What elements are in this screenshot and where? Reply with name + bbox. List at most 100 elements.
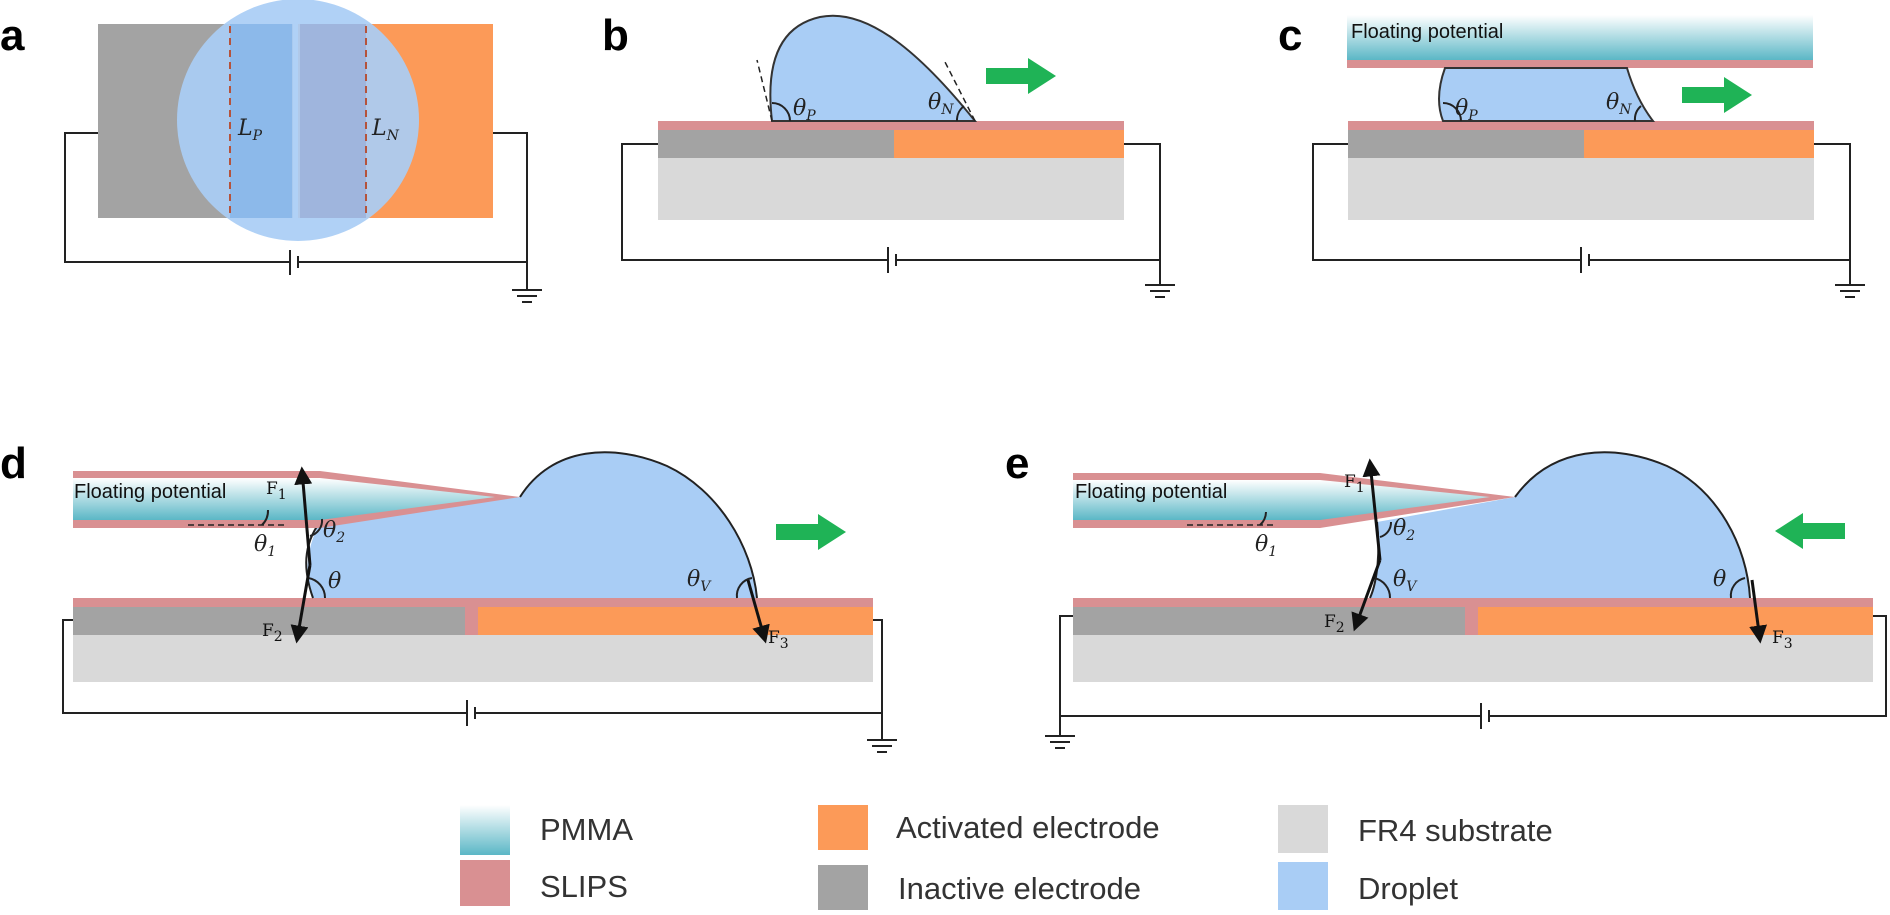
angle-arc-n [1633, 105, 1642, 122]
floating-potential-label: Floating potential [1075, 481, 1227, 503]
lp-label: LP [237, 116, 263, 144]
inactive-electrode [73, 607, 465, 635]
legend-label-activated: Activated electrode [896, 810, 1160, 845]
fr4-substrate [1073, 635, 1873, 682]
thetav-label: θV [687, 567, 712, 595]
angle-arc-1 [1259, 511, 1267, 526]
force-arrow-f1 [294, 466, 313, 566]
panel-c: c Floating potential θP θN [1278, 11, 1865, 298]
panel-d: d Floating potential θ1 θ2 θ θV F1 F2 F3 [0, 439, 897, 753]
theta2-label: θ2 [1393, 516, 1415, 544]
inactive-electrode [1073, 607, 1465, 635]
fr4-substrate [658, 158, 1124, 220]
legend-swatch-pmma [460, 805, 510, 855]
theta-n-label: θN [928, 90, 954, 118]
direction-arrow-left [1775, 513, 1845, 549]
pmma-top-plate [73, 478, 495, 520]
theta1-label: θ1 [254, 532, 276, 560]
inactive-electrode [1348, 130, 1584, 158]
ground-icon [1835, 284, 1865, 298]
circuit-wire [62, 619, 883, 740]
force-arrow-f2 [1351, 559, 1382, 632]
f1-label: F1 [266, 479, 287, 503]
panel-label-b: b [602, 11, 629, 60]
angle-arc-n [956, 105, 965, 122]
legend-swatch-droplet [1278, 862, 1328, 910]
ground-icon [512, 289, 542, 303]
slips-top-layer [1347, 60, 1813, 68]
angle-arc-v [1373, 577, 1392, 599]
circuit-wire [64, 132, 528, 290]
angle-arc-2 [309, 518, 324, 537]
panel-label-d: d [0, 439, 27, 488]
overlap-inactive [230, 24, 292, 218]
f3-label: F3 [1772, 628, 1793, 652]
fr4-substrate [73, 635, 873, 682]
ground-icon [1145, 284, 1175, 298]
direction-arrow-right [1682, 77, 1752, 113]
legend-label-inactive: Inactive electrode [898, 871, 1141, 906]
force-arrow-f3 [1749, 579, 1768, 644]
droplet-edge-right [1514, 451, 1751, 599]
droplet [1438, 67, 1656, 122]
slips-layer [73, 598, 873, 607]
droplet-edge-right [519, 451, 758, 599]
legend-swatch-inactive [818, 865, 868, 910]
f3-label: F3 [768, 628, 789, 652]
tangent-left [756, 59, 773, 122]
floating-potential-label: Floating potential [1351, 21, 1503, 43]
angle-arc-1 [261, 509, 269, 526]
theta-label: θ [328, 569, 341, 594]
floating-potential-label: Floating potential [74, 481, 226, 503]
droplet [769, 14, 978, 122]
inactive-electrode [658, 130, 894, 158]
panel-label-c: c [1278, 11, 1302, 60]
angle-arc-p [771, 102, 791, 122]
activated-electrode [894, 130, 1124, 158]
angle-arc-2 [1379, 521, 1393, 538]
tangent-right [944, 61, 976, 122]
slips-layer [658, 121, 1124, 130]
angle-arc-theta [1729, 577, 1746, 599]
panel-b: b θP θN [602, 11, 1175, 298]
f2-label: F2 [1324, 612, 1345, 636]
theta-label: θ [1713, 567, 1726, 592]
panel-e: e Floating potential θ1 θ2 θV θ F1 F2 F3 [1005, 439, 1887, 749]
theta-p-label: θP [793, 96, 816, 124]
pmma-top-plate [1073, 480, 1490, 520]
legend-label-droplet: Droplet [1358, 871, 1458, 906]
panel-a: a LP LN [0, 0, 542, 303]
electrode-gap [465, 607, 478, 635]
legend-swatch-fr4 [1278, 805, 1328, 853]
circuit-wire [1312, 143, 1851, 285]
force-arrow-f3 [746, 579, 770, 644]
legend: PMMA SLIPS Activated electrode Inactive … [460, 805, 1553, 910]
activated-electrode [1478, 607, 1873, 635]
activated-electrode [1584, 130, 1814, 158]
direction-arrow-right [986, 58, 1056, 94]
angle-arc-theta [307, 577, 327, 599]
legend-label-slips: SLIPS [540, 869, 628, 904]
fr4-substrate [1348, 158, 1814, 220]
f2-label: F2 [262, 621, 283, 645]
theta-p-label: θP [1455, 96, 1478, 124]
direction-arrow-right [776, 514, 846, 550]
ln-label: LN [371, 116, 400, 144]
panel-label-a: a [0, 11, 25, 60]
theta1-label: θ1 [1255, 532, 1277, 560]
droplet-edge-left [305, 521, 321, 599]
thetav-label: θV [1393, 567, 1418, 595]
ground-icon [867, 739, 897, 753]
force-arrow-f2 [290, 564, 312, 644]
legend-label-pmma: PMMA [540, 812, 633, 847]
panel-label-e: e [1005, 439, 1029, 488]
slips-layer [1348, 121, 1814, 130]
legend-swatch-slips [460, 860, 510, 906]
theta-n-label: θN [1606, 90, 1632, 118]
overlap-activated [300, 24, 366, 218]
droplet [1370, 452, 1750, 598]
f1-label: F1 [1344, 472, 1365, 496]
force-arrow-f1 [1362, 458, 1382, 561]
legend-label-fr4: FR4 substrate [1358, 813, 1553, 848]
